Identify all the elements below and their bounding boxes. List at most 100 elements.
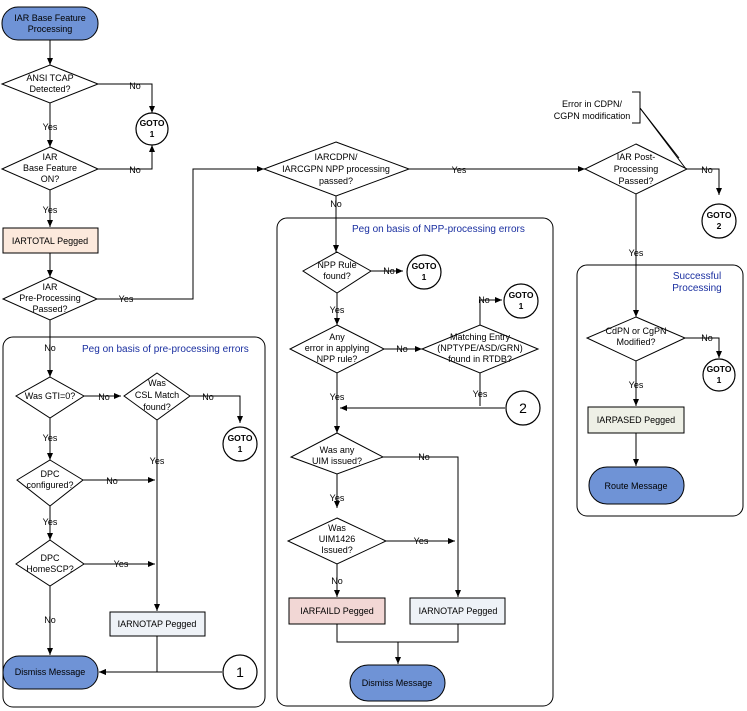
- goto-2-post: [701, 203, 737, 239]
- iartotal-peg-label: IARTOTAL Pegged: [12, 236, 88, 246]
- cdpn-line2: Modified?: [616, 337, 655, 347]
- iar-base-line3: ON?: [41, 174, 60, 184]
- successful-group-title-line1: Successful: [673, 271, 721, 282]
- edge-label-yes: Yes: [629, 248, 644, 258]
- goto-npp-line1: GOTO: [412, 261, 437, 271]
- dpc-configured-decision: [16, 459, 84, 507]
- npp-processing-group-title: Peg on basis of NPP-processing errors: [352, 224, 525, 235]
- edge-label-no: No: [98, 392, 110, 402]
- edge-label-no: No: [202, 392, 214, 402]
- edge-label-no: No: [701, 165, 713, 175]
- dismiss-message-center: [349, 664, 446, 702]
- npp-line3: passed?: [319, 176, 353, 186]
- npp-rule-decision: [302, 251, 372, 294]
- edge-label-yes: Yes: [629, 380, 644, 390]
- ansi-tcap-line1: ANSI TCAP: [26, 73, 73, 83]
- dismiss-message-left-label: Dismiss Message: [15, 667, 86, 677]
- post-line1: IAR Post-: [617, 152, 656, 162]
- edge-label-yes: Yes: [43, 517, 58, 527]
- iar-preproc-line3: Passed?: [32, 304, 67, 314]
- iartotal-peg-box: [2, 227, 99, 254]
- iarnotap-center-peg-label: IARNOTAP Pegged: [419, 606, 498, 616]
- edge-label-yes: Yes: [330, 392, 345, 402]
- uim-issued-decision: [289, 432, 385, 475]
- annotation-line1: Error in CDPN/: [562, 99, 623, 109]
- uim1426-line1: Was: [328, 523, 346, 533]
- npp-processing-decision: [262, 141, 411, 197]
- dpc-homescp-decision: [15, 539, 85, 587]
- edge-label-no: No: [396, 344, 408, 354]
- iar-preproc-line2: Pre-Processing: [19, 293, 81, 303]
- goto-post-line1: GOTO: [707, 210, 732, 220]
- pre-processing-group: [2, 336, 266, 708]
- npp-line1: IARCDPN/: [314, 152, 358, 162]
- iarpased-peg-box: [587, 406, 685, 434]
- edge-label-yes: Yes: [473, 389, 488, 399]
- uim1426-decision: [286, 517, 388, 565]
- iar-preproc-line1: IAR: [42, 282, 58, 292]
- edge-label-yes: Yes: [43, 122, 58, 132]
- matching-line3: found in RTDB?: [448, 354, 512, 364]
- connector-1-label: 1: [236, 664, 244, 680]
- iarfaild-peg-box: [288, 597, 386, 625]
- edge-label-yes: Yes: [330, 305, 345, 315]
- iar-base-feature-decision: [0, 146, 100, 191]
- start-terminator-line2: Processing: [28, 24, 73, 34]
- dpc-homescp-line2: HomeSCP?: [26, 564, 74, 574]
- edge-label-yes: Yes: [119, 294, 134, 304]
- ansi-tcap-decision: [0, 64, 100, 104]
- dpc-configured-line1: DPC: [40, 469, 60, 479]
- edge-label-yes: Yes: [43, 433, 58, 443]
- matching-line2: (NPTYPE/ASD/GRN): [437, 343, 523, 353]
- edge-label-yes: Yes: [43, 205, 58, 215]
- csl-line3: found?: [143, 402, 171, 412]
- edge-label-no: No: [701, 333, 713, 343]
- iarpased-peg-label: IARPASED Pegged: [597, 415, 675, 425]
- iar-post-processing-decision: [583, 143, 689, 195]
- npp-error-line3: NPP rule?: [317, 354, 358, 364]
- cdpn-modified-decision: [585, 316, 687, 362]
- iarnotap-center-peg-box: [409, 597, 506, 625]
- dismiss-message-left: [2, 655, 99, 690]
- successful-processing-group: [576, 264, 744, 517]
- edge-label-no: No: [106, 476, 118, 486]
- goto-top-line2: 1: [150, 129, 155, 139]
- iarfaild-peg-label: IARFAILD Pegged: [300, 606, 374, 616]
- dismiss-message-center-label: Dismiss Message: [362, 678, 433, 688]
- goto-left-line1: GOTO: [228, 433, 253, 443]
- connector-1: [222, 654, 258, 690]
- edge-label-no: No: [331, 576, 343, 586]
- edge-label-no: No: [418, 452, 430, 462]
- npp-processing-group: [276, 217, 554, 707]
- post-line2: Processing: [614, 164, 659, 174]
- uim1426-line2: UIM1426: [319, 534, 356, 544]
- post-line3: Passed?: [618, 176, 653, 186]
- dpc-homescp-line1: DPC: [40, 553, 60, 563]
- goto-npp-line2: 1: [422, 272, 427, 282]
- edge-label-no: No: [44, 343, 56, 353]
- csl-line1: Was: [148, 378, 166, 388]
- goto-top-line1: GOTO: [140, 118, 165, 128]
- edge-label-no: No: [129, 165, 141, 175]
- edge-label-yes: Yes: [452, 165, 467, 175]
- ansi-tcap-line2: Detected?: [29, 84, 70, 94]
- edge-label-yes: Yes: [330, 493, 345, 503]
- goto-1-npp: [406, 254, 442, 290]
- successful-group-title-line2: Processing: [672, 283, 721, 294]
- goto-1-right: [702, 358, 736, 392]
- goto-1-top: [135, 112, 169, 146]
- goto-post-line2: 2: [717, 221, 722, 231]
- goto-matching-line2: 1: [519, 301, 524, 311]
- edge-label-no: No: [383, 266, 395, 276]
- goto-matching-line1: GOTO: [509, 290, 534, 300]
- connector-2: [505, 390, 541, 426]
- npp-rule-line2: found?: [323, 271, 351, 281]
- goto-1-matching: [503, 283, 539, 319]
- matching-line1: Matching Entry: [450, 332, 511, 342]
- npp-error-line1: Any: [329, 332, 345, 342]
- start-terminator-line1: IAR Base Feature: [14, 13, 86, 23]
- annotation-line2: CGPN modification: [554, 111, 631, 121]
- edge-label-no: No: [478, 295, 490, 305]
- iar-base-line2: Base Feature: [23, 163, 77, 173]
